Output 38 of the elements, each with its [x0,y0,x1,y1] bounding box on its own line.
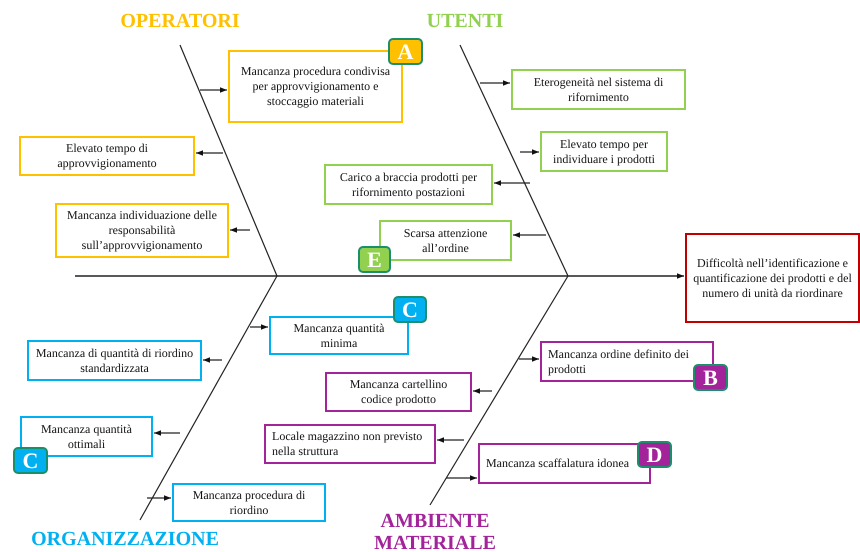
letter-badge: A [388,38,423,65]
arrow [200,87,227,93]
cause-box: Mancanza procedura di riordino [172,483,326,522]
category-title: AMBIENTE MATERIALE [373,510,497,552]
arrow [513,232,546,238]
cause-box: Elevato tempo di approvvigionamento [19,136,195,176]
arrow [196,150,223,156]
letter-badge: C [13,447,48,474]
arrow [494,180,530,186]
cause-box: Carico a braccia prodotti per rifornimento postazioni [324,164,493,205]
arrow [147,495,171,501]
spine-arrow [75,273,684,279]
cause-box: Mancanza individuazione delle responsabilità sull’approvvigionamento [55,203,229,258]
arrow [519,356,539,362]
cause-box: Mancanza cartellino codice prodotto [325,372,472,412]
category-title: ORGANIZZAZIONE [30,528,220,550]
cause-box: Mancanza quantità minima [269,316,409,355]
arrow [250,324,268,330]
category-title: OPERATORI [119,10,241,32]
arrow [437,437,464,443]
arrow [230,227,250,233]
cause-box: Locale magazzino non previsto nella struttura [264,424,436,464]
cause-box: Elevato tempo per individuare i prodotti [540,131,668,172]
cause-box: Scarsa attenzione all’ordine [379,220,512,261]
arrow [203,357,222,363]
cause-box: Eterogeneità nel sistema di rifornimento [511,69,686,110]
arrow [154,430,180,436]
effect-box: Difficoltà nell’identificazione e quantificazione dei prodotti e del numero di unità da riordinare [685,233,860,323]
letter-badge: B [693,364,728,391]
letter-badge: D [637,441,672,468]
letter-badge: E [358,246,391,273]
arrow [473,388,492,394]
letter-badge: C [393,296,427,323]
arrow [520,149,539,155]
arrow [480,80,510,86]
arrow [446,475,477,481]
category-title: UTENTI [426,10,504,32]
cause-box: Mancanza di quantità di riordino standardizzata [27,340,202,381]
